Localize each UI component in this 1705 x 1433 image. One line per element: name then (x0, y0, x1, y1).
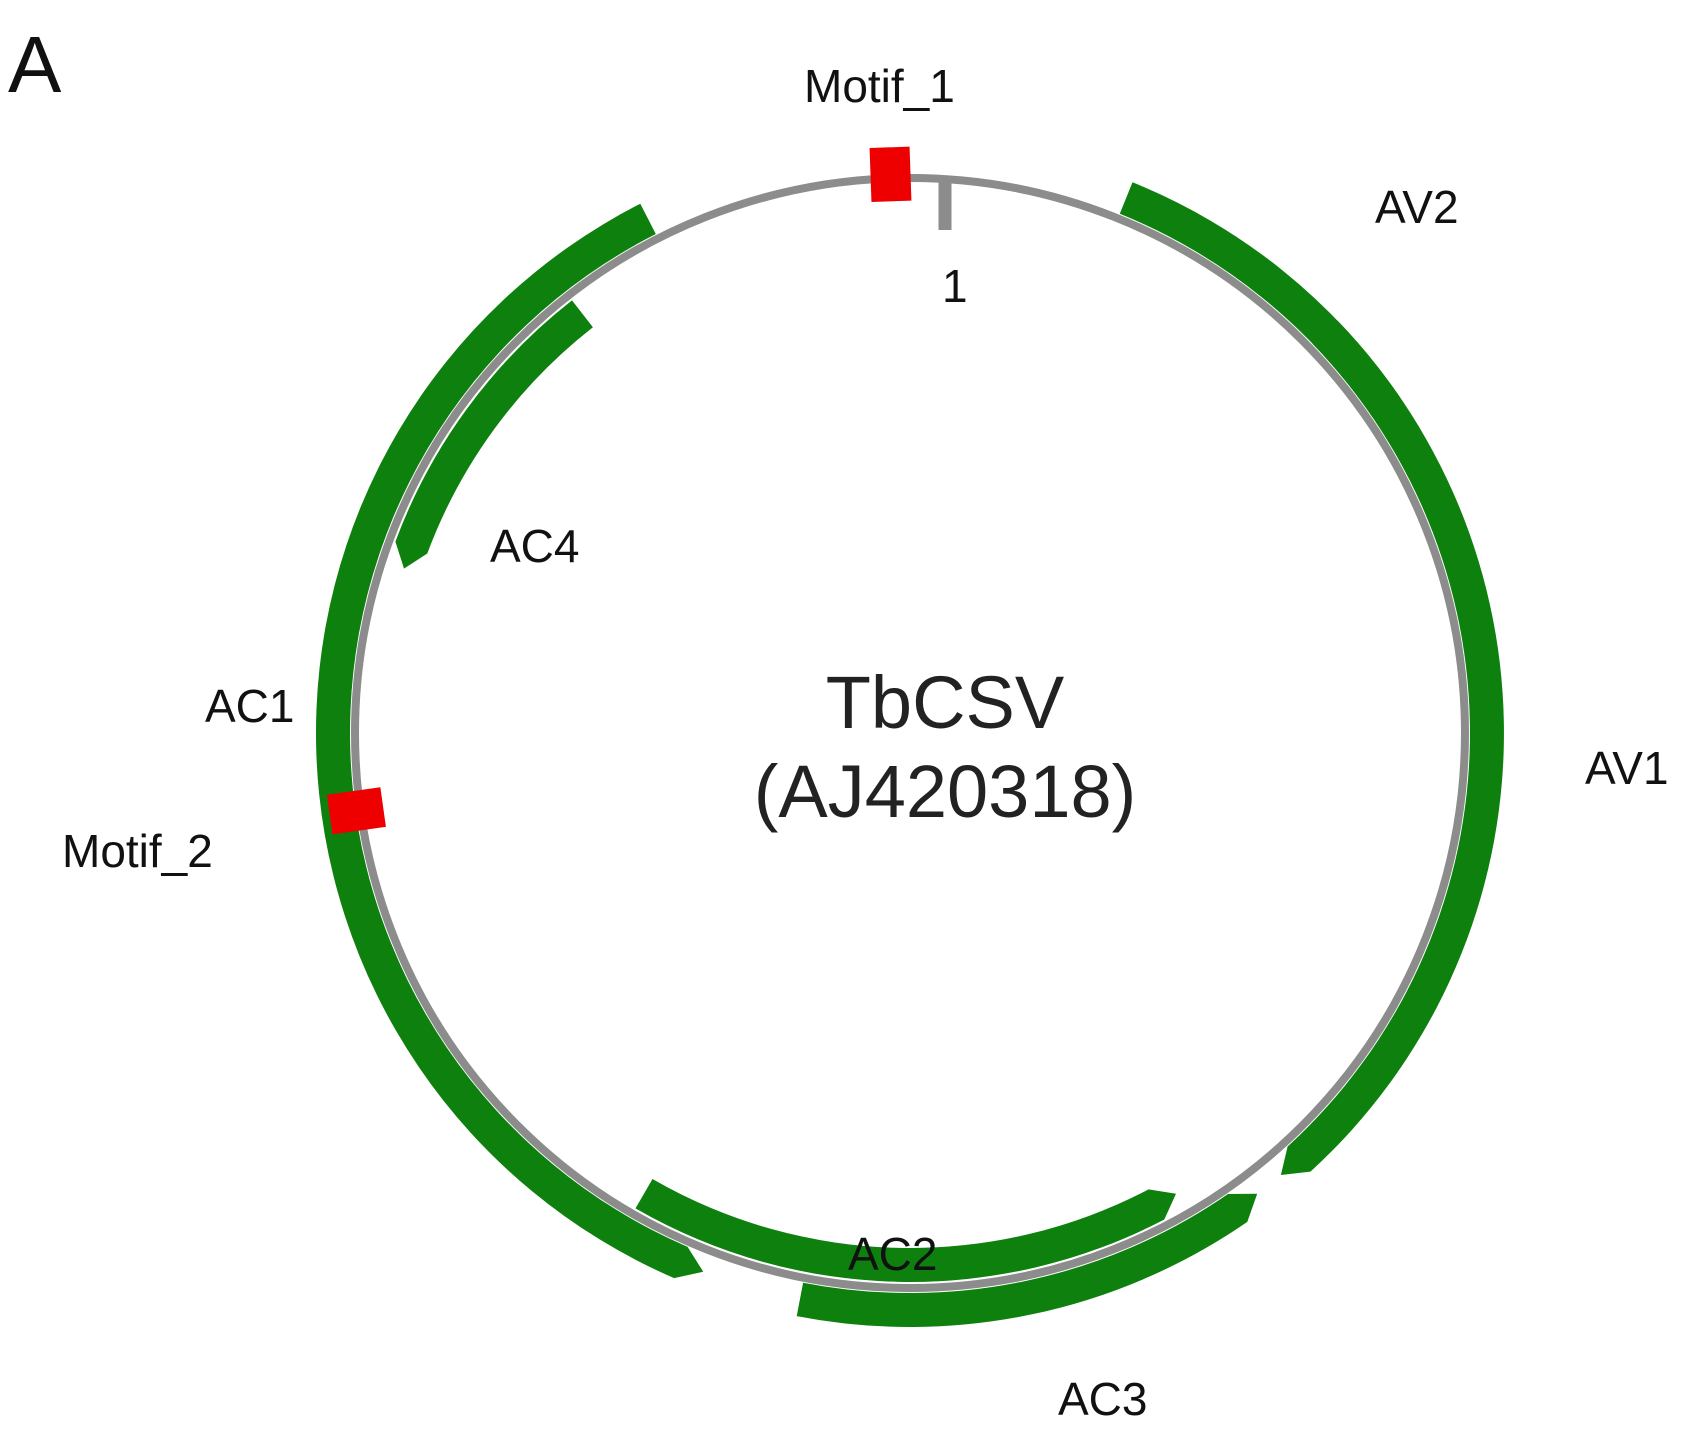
gene-label-ac2: AC2 (848, 1228, 937, 1280)
gene-label-ac3: AC3 (1058, 1373, 1147, 1425)
motifs-layer (326, 146, 912, 835)
genome-accession: (AJ420318) (754, 750, 1137, 833)
motif-marker-motif-2 (326, 787, 386, 835)
gene-label-ac4: AC4 (490, 520, 579, 572)
gene-arc-ac4 (395, 300, 593, 569)
motif-marker-motif-1 (869, 146, 912, 202)
gene-arc-ac1 (315, 203, 704, 1279)
origin-label: 1 (942, 260, 968, 312)
gene-label-av2: AV2 (1375, 181, 1459, 233)
motif-label-2: Motif_2 (62, 825, 213, 877)
genes-layer (315, 182, 1504, 1327)
motif-label-1: Motif_1 (804, 60, 955, 112)
gene-label-ac1: AC1 (205, 680, 294, 732)
gene-arc-av1 (1280, 320, 1504, 1175)
genome-name: TbCSV (826, 661, 1065, 744)
gene-arc-av2 (1119, 182, 1401, 428)
gene-arc-ac3 (796, 1193, 1258, 1327)
panel-label: A (8, 20, 62, 109)
gene-arc-ac2 (635, 1179, 1176, 1282)
gene-label-av1: AV1 (1585, 742, 1669, 794)
